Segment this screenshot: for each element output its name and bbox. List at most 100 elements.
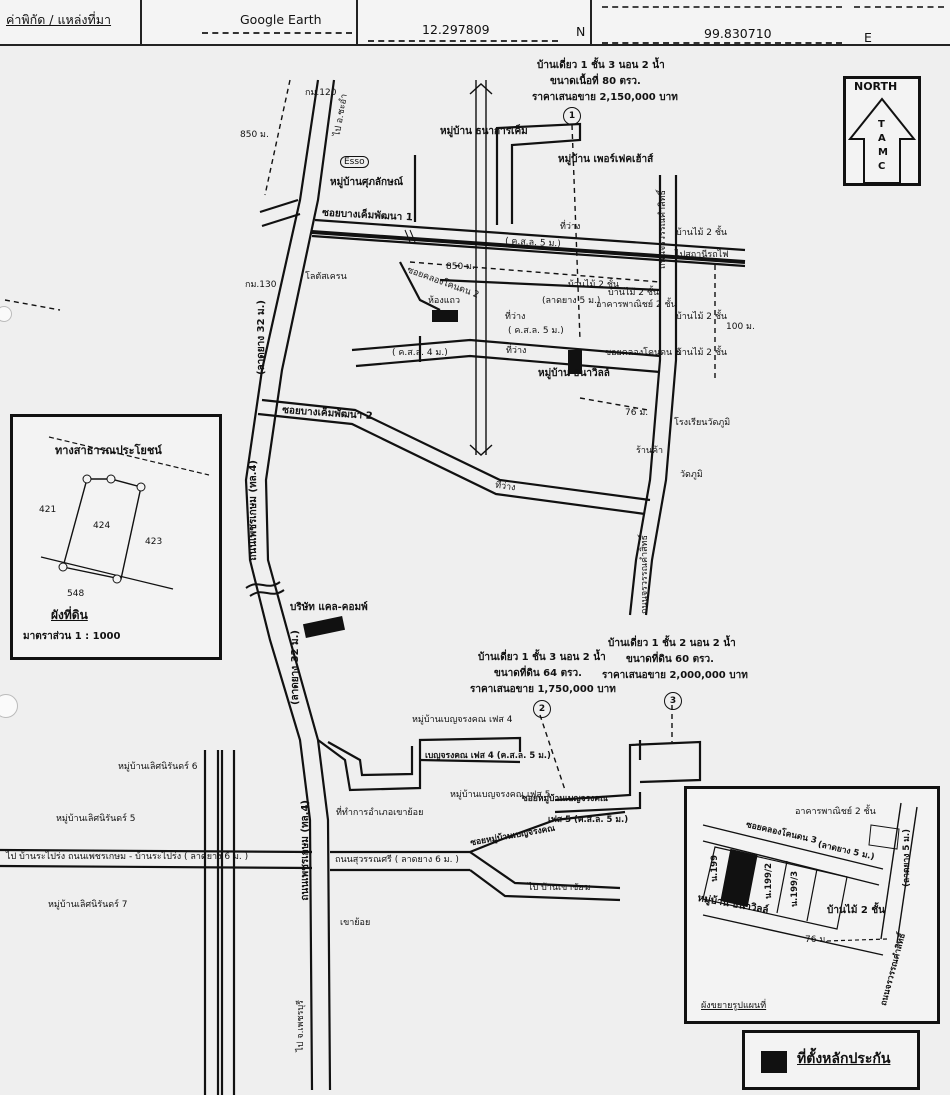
soi1-lower	[311, 234, 746, 268]
village-thanawilas: หมู่บ้าน ธนาวิลล์	[538, 368, 610, 379]
dist-850-mid-label: 850 ม.	[446, 262, 475, 272]
mk6: หมู่บ้านเลิศนิรันดร์ 6	[118, 762, 198, 772]
esso-logo: Esso	[340, 156, 369, 169]
comp3-line1: บ้านเดี่ยว 1 ชั้น 2 นอน 2 น้ำ	[608, 638, 736, 649]
subject-property-marker	[568, 350, 582, 374]
khao-chai: เขาย้อย	[340, 918, 371, 928]
tamc-a: A	[878, 133, 886, 144]
comp1-line2: ขนาดเนื้อที่ 80 ตรว.	[550, 76, 641, 87]
soi-khlongdondon3: ซอยคลองโคนดน 3	[605, 348, 681, 358]
hwy-label-lower: ถนนเพชรเกษม (ทล.4)	[300, 800, 311, 901]
school: โรงเรียนวัดภูมิ	[674, 418, 731, 428]
temple: วัดภูมิ	[680, 470, 703, 480]
hwy-label: ถนนเพชรเกษม (ทล.4)	[248, 460, 259, 561]
longitude-dir: E	[864, 30, 872, 45]
shop-row: ห้องแถว	[428, 296, 461, 306]
right-road-label-lower: ถนนจรวรรณคำสิทธิ์	[640, 535, 650, 614]
legend-label: ที่ตั้งหลักประกัน	[797, 1051, 891, 1067]
plot-423: 423	[145, 537, 163, 547]
tamc-t: T	[878, 119, 885, 130]
hwy-width-label: (ลาดยาง 32 ม.)	[256, 300, 267, 376]
longitude-value: 99.830710	[704, 26, 772, 41]
detail-dist: 76 ม.	[805, 935, 829, 945]
comp1-marker: 1	[563, 107, 581, 125]
detail-parcel1: น.199	[710, 855, 720, 882]
north-label: NORTH	[854, 80, 898, 93]
detail-box: อาคารพาณิชย์ 2 ชั้น ซอยคลองโคนดน 3 (ลาดย…	[684, 786, 940, 1024]
concrete4: ( ค.ส.ล. 4 ม.)	[392, 348, 448, 358]
plot-scale: มาตราส่วน 1 : 1000	[23, 631, 121, 642]
plot-421: 421	[39, 505, 57, 515]
source-cell: Google Earth	[140, 0, 358, 44]
dist-100-label: 100 ม.	[726, 322, 755, 332]
mk5: หมู่บ้านเลิศนิรันดร์ 5	[56, 814, 136, 824]
detail-parcel2: น.199/2	[764, 863, 774, 899]
benjarong5: หมู่บ้านเบญจรงคณ เฟส 5	[450, 790, 551, 800]
comp2-line3: ราคาเสนอขาย 1,750,000 บาท	[470, 684, 616, 695]
benjarong4-road: เบญจรงคณ เฟส 4 (ค.ส.ล. 5 ม.)	[425, 751, 551, 761]
house-2d: บ้านไม้ 2 ชั้น	[676, 312, 728, 322]
dist-850-top-label: 850 ม.	[240, 130, 269, 140]
district-office: ที่ทำการอำเภอเขาย้อย	[336, 808, 424, 818]
legend-box: ที่ตั้งหลักประกัน	[742, 1030, 920, 1090]
legend-swatch	[761, 1051, 787, 1073]
shophouse: อาคารพาณิชย์ 2 ชั้น	[596, 300, 677, 310]
soi1-upper	[314, 218, 746, 252]
dist-850-top	[264, 79, 291, 196]
km120: กม.120	[305, 88, 337, 98]
coord-label: ค่าพิกัด / แหล่งที่มา	[6, 12, 112, 27]
punch-hole	[0, 694, 18, 718]
longitude-cell: 99.830710 E	[590, 0, 950, 45]
latitude-dir: N	[576, 24, 586, 39]
comp3-marker: 3	[664, 692, 682, 710]
village-perfect: หมู่บ้าน เพอร์เฟคเฮ้าส์	[558, 154, 654, 165]
to-khao-chai: ไป บ้านเขาชัยฆ	[528, 883, 591, 893]
soi-nb: ซอยหมู่บ้านเบญจรงคณ	[522, 794, 608, 804]
house-2a: บ้านไม้ 2 ชั้น	[568, 280, 620, 290]
asphalt5: (ลาดยาง 5 ม.)	[542, 296, 601, 306]
empty-3: ที่ว่าง	[506, 346, 527, 356]
highway-left-edge	[244, 79, 320, 1091]
latitude-value: 12.297809	[422, 22, 490, 37]
comp2-line1: บ้านเดี่ยว 1 ชั้น 3 นอน 2 น้ำ	[478, 652, 606, 663]
concrete5b: ( ค.ส.ล. 5 ม.)	[508, 326, 564, 336]
road-cha-am: ไป บ้านระไปร่ง ถนนเพชรเกษม - บ้านระไปร่ง…	[6, 852, 249, 862]
dist-850-mid	[409, 261, 661, 283]
comp3-line3: ราคาเสนอขาย 2,000,000 บาท	[602, 670, 748, 681]
to-muang: ไป จ.เพชรบุรี	[296, 1000, 306, 1052]
detail-asphalt-v: (ลาดยาง 5 ม.)	[902, 829, 912, 887]
latitude-cell: 12.297809 N	[356, 0, 592, 44]
benjarong5-road: เฟส 5 (ค.ส.ล. 5 ม.)	[548, 815, 629, 825]
plot-box: ทางสาธารณประโยชน์ 421 424 423 548 ผังที่…	[10, 414, 222, 660]
house-2c: บ้านไม้ 2 ชั้น	[608, 288, 660, 298]
comp1-line1: บ้านเดี่ยว 1 ชั้น 3 นอน 2 น้ำ	[537, 60, 665, 71]
comp2-line2: ขนาดที่ดิน 64 ตรว.	[494, 668, 582, 679]
village-suphalak: หมู่บ้านศุภลักษณ์	[330, 177, 403, 188]
house-2b: บ้านไม้ 2 ชั้น	[676, 228, 728, 238]
comp3-line2: ขนาดที่ดิน 60 ตรว.	[626, 654, 714, 665]
detail-title: ผังขยายรูปแผนที่	[701, 1001, 767, 1011]
detail-house: บ้านไม้ 2 ชั้น	[827, 905, 885, 916]
source-value: Google Earth	[240, 12, 322, 27]
hwy-width-label-lower: (ลาดยาง 32 ม.)	[290, 630, 301, 706]
comp1-line3: ราคาเสนอขาย 2,150,000 บาท	[532, 92, 678, 103]
to-rail-station: ไปสถานีรถไฟ	[675, 250, 729, 260]
punch-hole-small	[0, 306, 12, 322]
tamc-m: M	[878, 147, 888, 158]
empty-2: ที่ว่าง	[505, 312, 526, 322]
highway-right-edge	[264, 79, 336, 1091]
plot-548: 548	[67, 589, 85, 599]
soi2-upper	[261, 398, 651, 502]
empty-1: ที่ว่าง	[560, 222, 581, 232]
north-arrow: NORTH T A M C	[843, 76, 921, 186]
right-road-label: ถนนจรวรรณคำสิทธิ์	[658, 190, 668, 269]
village-thanakarn: หมู่บ้าน ธนาการเค็ม	[440, 126, 528, 137]
company: บริษัท แคล-คอมพ์	[290, 602, 368, 613]
suwannasri-road: ถนนสุวรรณศรี ( ลาดยาง 6 ม. )	[335, 855, 459, 865]
coordinate-header: ค่าพิกัด / แหล่งที่มา Google Earth 12.29…	[0, 0, 950, 46]
tamc-c: C	[878, 161, 886, 172]
plot-road-label: ทางสาธารณประโยชน์	[55, 444, 162, 457]
comp2-marker: 2	[533, 700, 551, 718]
